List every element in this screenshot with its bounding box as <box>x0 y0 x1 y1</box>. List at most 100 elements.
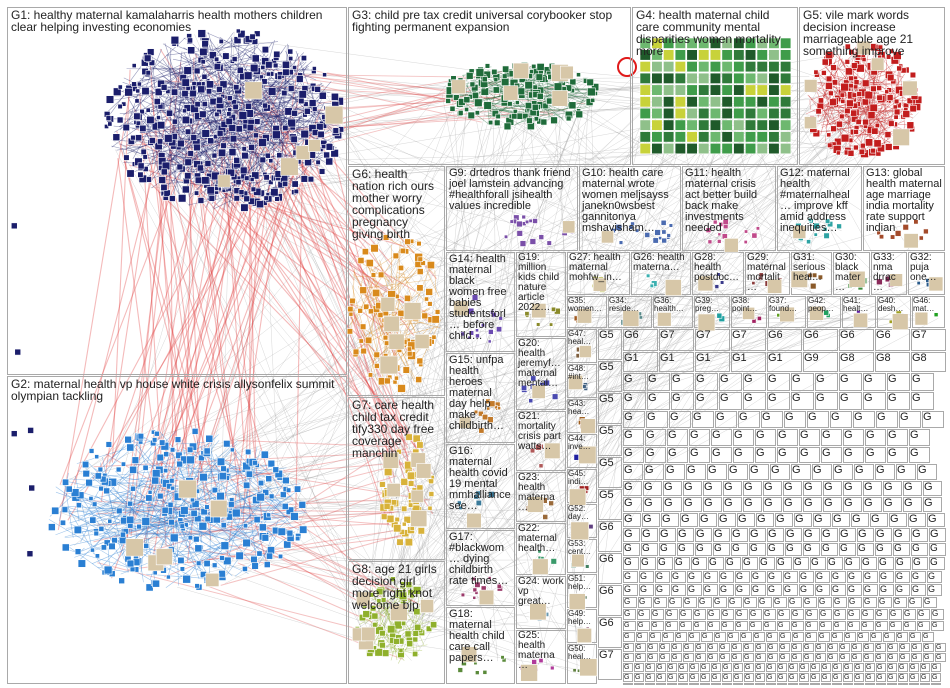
node-g3 <box>565 115 572 122</box>
node-g4 <box>698 131 710 143</box>
node-g5 <box>831 79 838 86</box>
node-g1 <box>251 54 260 63</box>
edge <box>504 78 765 139</box>
compact-group-box: G <box>818 597 832 608</box>
node-g2 <box>211 562 218 568</box>
compact-group-label: G <box>640 571 648 581</box>
node-g3 <box>491 68 498 76</box>
compact-group-label: G <box>928 584 936 594</box>
avatar-node <box>210 499 228 518</box>
node-g1 <box>265 61 273 69</box>
node-g5 <box>887 73 895 82</box>
compact-group-label: G <box>704 497 713 509</box>
node-g3 <box>445 98 451 104</box>
avatar-node <box>579 345 592 358</box>
compact-group-box: G <box>737 513 755 527</box>
compact-group-label: G <box>840 644 846 651</box>
node-g6 <box>364 336 373 344</box>
node-g4 <box>721 72 733 84</box>
edge-highlight <box>293 140 417 515</box>
compact-group-box: G <box>785 543 802 556</box>
compact-group-label: G <box>840 543 848 554</box>
compact-group-box: G <box>645 429 666 446</box>
compact-group-box: G <box>821 429 842 446</box>
edge-intra <box>204 84 212 115</box>
compact-group-box: G <box>889 513 907 527</box>
group-box-g10: G10: health care maternal wrote women me… <box>579 166 681 251</box>
node-g2 <box>204 504 210 510</box>
node-g5 <box>874 122 880 128</box>
node-g1 <box>300 55 307 62</box>
compact-group-label: G <box>708 622 714 629</box>
node-g1 <box>291 180 299 188</box>
node-g2 <box>242 523 249 529</box>
node-g4 <box>780 84 792 96</box>
avatar-node <box>724 238 739 253</box>
edge-highlight <box>178 167 424 452</box>
edge <box>406 313 473 601</box>
node-g3 <box>531 63 537 70</box>
compact-group-label: G <box>800 584 808 594</box>
edge <box>149 308 354 466</box>
edge <box>535 117 887 669</box>
compact-group-box: G <box>767 653 778 662</box>
compact-group-box: G1 <box>767 352 802 372</box>
compact-group-label: G <box>696 392 705 404</box>
compact-group-box: G <box>810 557 826 570</box>
edge <box>403 316 536 458</box>
node-g1 <box>184 172 192 180</box>
compact-group-box: G <box>711 683 721 685</box>
compact-group-label: G <box>762 411 771 423</box>
node-g4 <box>674 131 686 143</box>
node-g11 <box>717 239 722 244</box>
node-g1 <box>291 110 298 117</box>
compact-group-label: G <box>752 584 760 594</box>
node-g10 <box>658 236 663 241</box>
node-g4 <box>756 107 768 119</box>
compact-group-label: G <box>646 664 652 671</box>
compact-group-box: G <box>766 683 776 685</box>
compact-group-box: G <box>675 632 687 642</box>
group-label-g15: G15: unfpa health heroes maternal day he… <box>449 354 505 432</box>
edge-intra <box>189 137 296 145</box>
compact-group-label: G <box>672 584 680 594</box>
node-g4 <box>651 61 663 73</box>
node-g1 <box>131 81 137 87</box>
compact-group-label: G <box>912 584 920 594</box>
node-g1 <box>153 98 161 105</box>
edge-highlight <box>169 172 238 456</box>
node-g1 <box>197 197 205 204</box>
edge-intra <box>203 56 213 70</box>
group-box-g8: G8: age 21 girls decision girl more righ… <box>348 561 445 684</box>
compact-group-label: G <box>822 543 830 554</box>
node-g5 <box>829 98 837 106</box>
compact-group-box: G <box>756 513 774 527</box>
edge <box>376 315 825 645</box>
node-g1 <box>170 35 180 45</box>
edge <box>420 108 895 515</box>
edge <box>388 93 546 308</box>
node-g2 <box>198 521 208 531</box>
node-g6 <box>404 294 411 302</box>
edge-intra <box>866 60 881 137</box>
compact-group-box: G <box>912 557 928 570</box>
compact-group-box: G <box>731 543 748 556</box>
group-box-g31: G31: serious heal… <box>791 252 832 295</box>
node-g1 <box>193 143 201 152</box>
node-g1 <box>240 203 249 212</box>
edge-highlight <box>254 458 383 596</box>
node-g1 <box>238 189 245 196</box>
isolate-node <box>27 427 34 434</box>
compact-group-label: G <box>678 528 687 540</box>
node-g1 <box>287 48 294 55</box>
node-g5 <box>850 109 858 117</box>
edge <box>416 71 786 655</box>
node-g1 <box>211 152 218 159</box>
node-g1 <box>243 71 253 80</box>
edge <box>422 319 745 492</box>
node-g1 <box>263 174 270 181</box>
edge-highlight <box>220 65 394 283</box>
compact-group-box: G <box>755 447 776 463</box>
node-g4 <box>698 119 710 131</box>
compact-group-label: G <box>635 664 641 671</box>
